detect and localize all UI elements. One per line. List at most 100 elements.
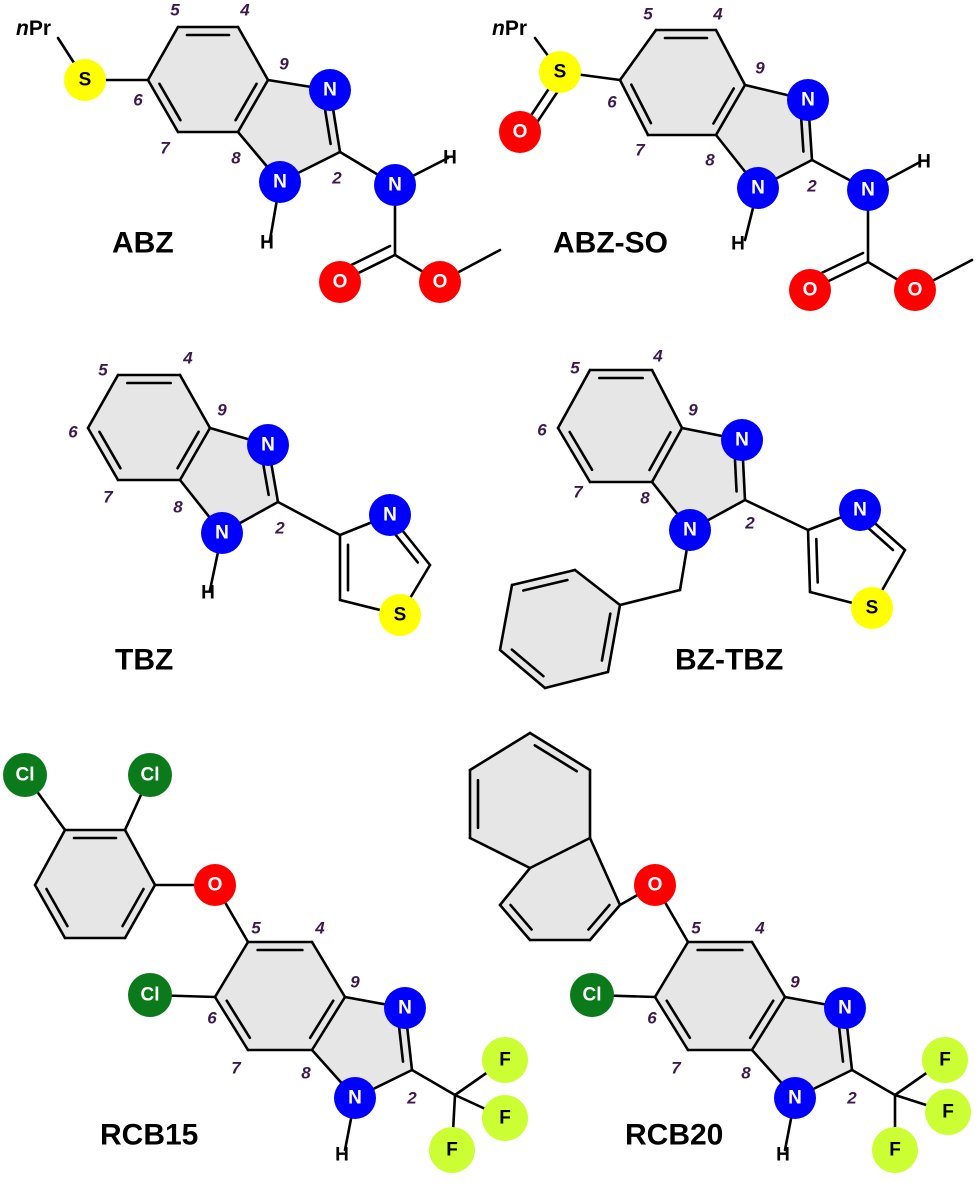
double-bond-line <box>234 82 258 122</box>
compound-name-abz: ABZ <box>112 227 174 260</box>
atom-s: S <box>539 51 581 93</box>
propyl-rest: Pr <box>29 17 51 40</box>
atom-n-label: N <box>751 178 765 199</box>
double-bond-line <box>121 887 145 928</box>
ring-bond <box>213 940 250 999</box>
position-number: 2 <box>406 1089 417 1108</box>
bond <box>498 866 532 907</box>
atom-o-disc <box>634 864 676 906</box>
atom-f: F <box>872 1127 918 1173</box>
double-bond-line <box>225 999 252 1040</box>
atom-o-label: O <box>333 272 348 293</box>
position-number: 5 <box>170 1 180 20</box>
atom-s: S <box>379 594 421 636</box>
atom-n: N <box>369 494 411 536</box>
atom-n: N <box>334 1077 376 1119</box>
imidazole-fill <box>752 997 852 1098</box>
position-number: 8 <box>231 149 241 168</box>
ring-bond <box>310 940 347 999</box>
atom-o: O <box>634 864 676 906</box>
atom-n-disc <box>369 494 411 536</box>
benzyl-fill <box>500 570 620 688</box>
ring-bond <box>510 568 577 587</box>
double-bond-line <box>522 578 569 592</box>
ring-bond <box>468 731 532 772</box>
benzene-fill <box>148 27 268 132</box>
atom-f-label: F <box>446 1140 458 1161</box>
ring-bond <box>498 583 514 652</box>
position-number: 8 <box>301 1064 311 1083</box>
propyl-prefix: n <box>492 17 505 40</box>
double-bond-line <box>748 999 775 1040</box>
bond <box>618 588 682 607</box>
ring-bond <box>573 568 622 607</box>
atom-f: F <box>429 1127 475 1173</box>
benzene-fill <box>655 942 785 1050</box>
atom-o: O <box>789 269 831 311</box>
atom-n-label: N <box>838 998 852 1019</box>
propyl-prefix: n <box>16 17 29 40</box>
atom-n-disc <box>774 1077 816 1119</box>
atom-cl: Cl <box>128 753 172 797</box>
atom-cl-disc <box>128 973 172 1017</box>
atom-n: N <box>384 987 426 1029</box>
atom-n-disc <box>824 987 866 1029</box>
ring-bond <box>498 648 547 690</box>
position-number: 7 <box>160 139 171 158</box>
atom-n: N <box>824 987 866 1029</box>
atom-n: N <box>309 69 351 111</box>
ring-bond <box>606 603 622 674</box>
atom-o-disc <box>319 261 361 303</box>
phenyl-fill <box>35 830 155 938</box>
atom-o-disc <box>789 269 831 311</box>
atom-s-label: S <box>866 598 879 619</box>
ring-bond <box>213 995 250 1052</box>
atom-n-label: N <box>215 523 229 544</box>
position-number: 9 <box>755 59 765 78</box>
position-number: 6 <box>607 93 617 112</box>
atom-n-label: N <box>398 998 412 1019</box>
hydrogen-label: H <box>335 1145 349 1166</box>
ring-bond <box>650 368 684 430</box>
atom-n-disc <box>247 424 289 466</box>
atom-o-disc <box>419 261 461 303</box>
atom-n: N <box>247 424 289 466</box>
ring-fills <box>35 27 852 1098</box>
position-number: 5 <box>691 919 701 938</box>
ring-bond <box>33 883 67 940</box>
hydrogen-label: H <box>260 233 274 254</box>
atom-n-label: N <box>735 430 749 451</box>
atom-n-label: N <box>348 1088 362 1109</box>
position-number: 6 <box>133 91 143 110</box>
atom-n: N <box>669 509 711 551</box>
propyl-rest: Pr <box>505 17 527 40</box>
atom-n-label: N <box>323 80 337 101</box>
propyl-label: nPr <box>492 17 527 40</box>
ring-bond <box>310 995 347 1052</box>
position-number: 2 <box>846 1089 857 1108</box>
double-bond-line <box>158 82 182 122</box>
ring-bond <box>498 903 532 942</box>
ring-bond <box>650 426 684 484</box>
hydrogen-label: H <box>201 583 215 604</box>
bond <box>850 1068 897 1097</box>
propyl-label: nPr <box>16 17 51 40</box>
atom-cl: Cl <box>128 973 172 1017</box>
compound-name-rcb20: RCB20 <box>625 1119 723 1152</box>
position-number: 9 <box>790 973 800 992</box>
atom-f: F <box>925 1089 971 1135</box>
position-number: 4 <box>314 919 325 938</box>
compound-name-abzso: ABZ-SO <box>553 227 668 260</box>
atom-o: O <box>194 864 236 906</box>
atom-n-disc <box>201 512 243 554</box>
atom-cl-label: Cl <box>141 985 160 1006</box>
atom-f-disc <box>482 1095 528 1141</box>
ring-bond <box>86 373 120 430</box>
atom-n: N <box>847 169 889 211</box>
ring-bond <box>123 828 157 887</box>
ring-bond <box>618 78 650 137</box>
atom-o: O <box>894 269 936 311</box>
bond <box>743 498 810 532</box>
benzene-fill <box>620 30 745 135</box>
position-number: 8 <box>640 489 650 508</box>
